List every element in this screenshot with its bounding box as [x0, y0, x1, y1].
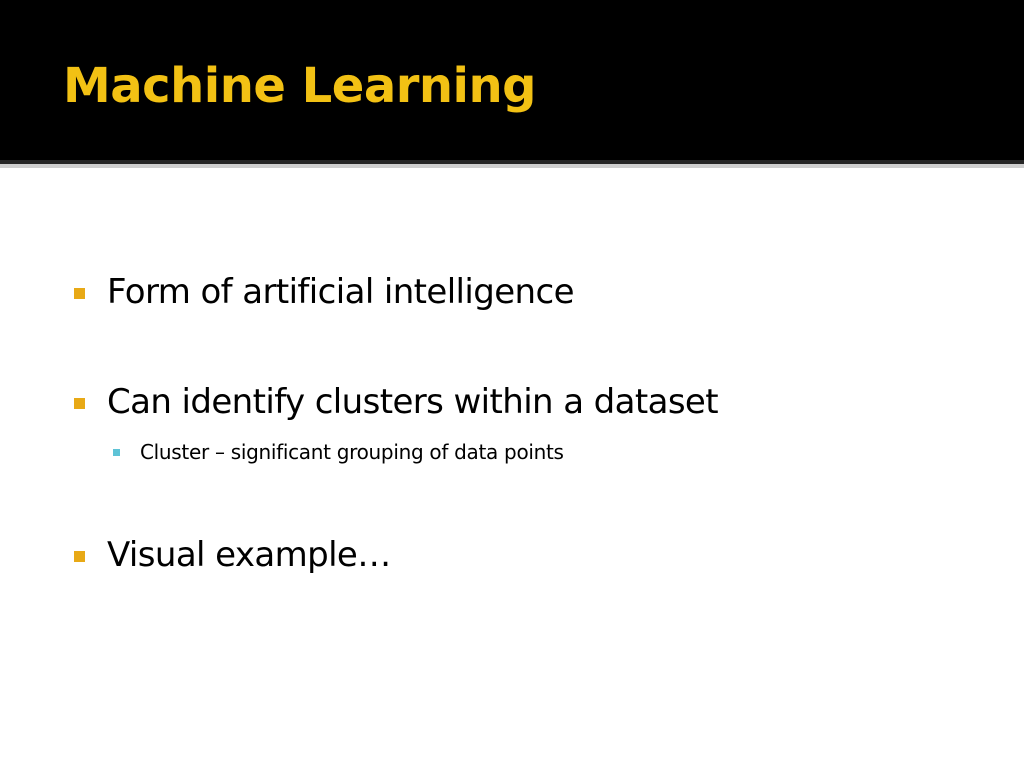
- bullet-text: Visual example…: [107, 535, 391, 575]
- slide-title: Machine Learning: [63, 58, 537, 114]
- title-divider-light: [0, 164, 1024, 168]
- small-square-bullet-icon: [113, 449, 120, 456]
- bullet-item: Can identify clusters within a dataset: [0, 380, 1024, 424]
- title-bar: Machine Learning: [0, 0, 1024, 160]
- square-bullet-icon: [74, 398, 85, 409]
- sub-bullet-text: Cluster – significant grouping of data p…: [140, 440, 564, 464]
- bullet-text: Can identify clusters within a dataset: [107, 382, 719, 422]
- square-bullet-icon: [74, 551, 85, 562]
- bullet-text: Form of artificial intelligence: [107, 272, 575, 312]
- sub-bullet-item: Cluster – significant grouping of data p…: [0, 438, 1024, 466]
- bullet-item: Visual example…: [0, 533, 1024, 577]
- square-bullet-icon: [74, 288, 85, 299]
- bullet-item: Form of artificial intelligence: [0, 270, 1024, 314]
- title-divider-dark: [0, 160, 1024, 164]
